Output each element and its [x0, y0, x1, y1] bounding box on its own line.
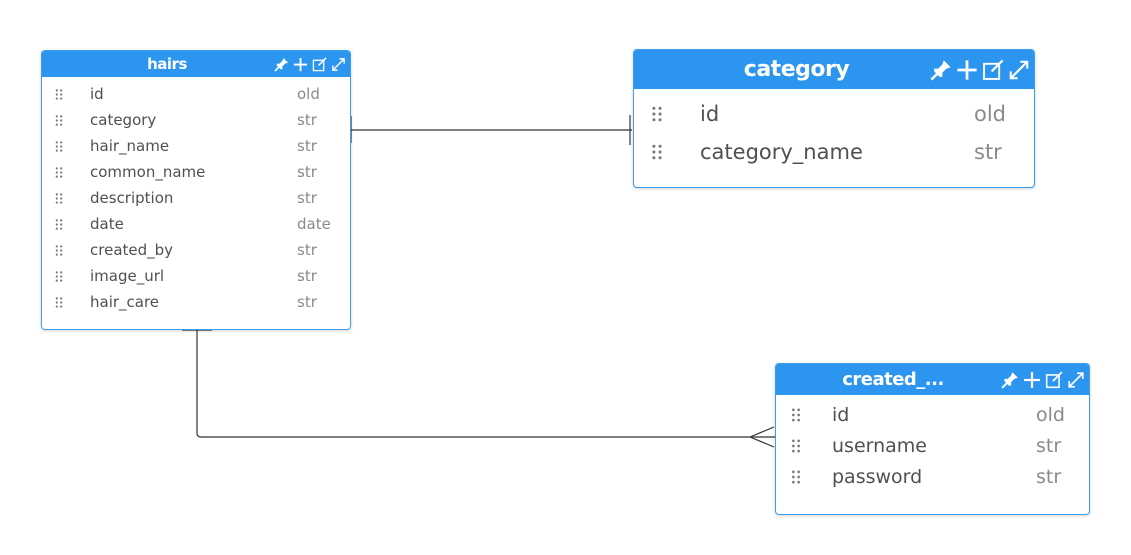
- column-row[interactable]: id old: [634, 95, 1034, 133]
- column-row[interactable]: created_by str: [42, 237, 350, 263]
- column-name: id: [700, 102, 720, 126]
- drag-handle-icon[interactable]: [54, 296, 64, 309]
- column-list: id old username str password str: [776, 395, 1089, 492]
- table-category[interactable]: category id old category_name str: [633, 49, 1035, 188]
- header-tools: [930, 50, 1030, 89]
- column-row[interactable]: password str: [776, 461, 1089, 492]
- column-type: str: [1036, 465, 1062, 488]
- column-row[interactable]: hair_name str: [42, 133, 350, 159]
- column-row[interactable]: date date: [42, 211, 350, 237]
- edit-icon[interactable]: [1045, 370, 1063, 389]
- column-name: created_by: [90, 241, 174, 259]
- column-name: category_name: [700, 140, 863, 164]
- column-row[interactable]: username str: [776, 430, 1089, 461]
- column-type: old: [974, 102, 1007, 126]
- column-name: username: [832, 434, 927, 457]
- column-type: date: [297, 215, 331, 233]
- pin-icon[interactable]: [930, 59, 952, 81]
- drag-handle-icon[interactable]: [54, 244, 64, 257]
- drag-handle-icon[interactable]: [54, 114, 64, 127]
- relationship-hairs-created-by[interactable]: [182, 329, 775, 448]
- table-header[interactable]: category: [634, 50, 1034, 89]
- column-type: str: [1036, 434, 1062, 457]
- column-type: str: [297, 111, 317, 129]
- column-name: common_name: [90, 163, 206, 181]
- table-created-by[interactable]: created_... id old username str password str: [775, 363, 1090, 515]
- column-type: str: [297, 241, 317, 259]
- column-type: old: [297, 85, 320, 103]
- column-row[interactable]: id old: [776, 399, 1089, 430]
- column-name: image_url: [90, 267, 165, 285]
- column-type: str: [974, 140, 1002, 164]
- column-row[interactable]: hair_care str: [42, 289, 350, 315]
- expand-icon[interactable]: [331, 57, 346, 72]
- drag-handle-icon[interactable]: [790, 438, 802, 454]
- pin-icon[interactable]: [274, 57, 289, 72]
- drag-handle-icon[interactable]: [54, 218, 64, 231]
- table-header[interactable]: created_...: [776, 364, 1089, 395]
- column-row[interactable]: description str: [42, 185, 350, 211]
- drag-handle-icon[interactable]: [54, 88, 64, 101]
- column-name: hair_care: [90, 293, 160, 311]
- table-title: created_...: [842, 369, 944, 390]
- relationship-hairs-category[interactable]: [350, 115, 632, 145]
- column-row[interactable]: category_name str: [634, 133, 1034, 171]
- add-icon[interactable]: [293, 57, 308, 72]
- table-title: hairs: [147, 55, 187, 73]
- add-icon[interactable]: [1023, 371, 1041, 389]
- drag-handle-icon[interactable]: [54, 166, 64, 179]
- table-title: category: [743, 57, 850, 82]
- edit-icon[interactable]: [982, 59, 1004, 81]
- drag-handle-icon[interactable]: [54, 140, 64, 153]
- column-row[interactable]: common_name str: [42, 159, 350, 185]
- column-type: str: [297, 137, 317, 155]
- column-name: description: [90, 189, 174, 207]
- column-row[interactable]: image_url str: [42, 263, 350, 289]
- column-type: str: [297, 267, 317, 285]
- column-name: hair_name: [90, 137, 170, 155]
- header-tools: [274, 51, 346, 77]
- column-name: id: [832, 403, 850, 426]
- table-header[interactable]: hairs: [42, 51, 350, 77]
- column-name: id: [90, 85, 104, 103]
- pin-icon[interactable]: [1001, 371, 1019, 389]
- column-row[interactable]: category str: [42, 107, 350, 133]
- add-icon[interactable]: [956, 59, 978, 81]
- drag-handle-icon[interactable]: [650, 105, 664, 123]
- drag-handle-icon[interactable]: [54, 192, 64, 205]
- column-name: date: [90, 215, 124, 233]
- edit-icon[interactable]: [312, 56, 327, 72]
- column-type: str: [297, 293, 317, 311]
- column-type: str: [297, 189, 317, 207]
- header-tools: [1001, 364, 1085, 395]
- column-row[interactable]: id old: [42, 81, 350, 107]
- expand-icon[interactable]: [1008, 59, 1030, 81]
- drag-handle-icon[interactable]: [790, 407, 802, 423]
- column-list: id old category_name str: [634, 89, 1034, 171]
- column-name: category: [90, 111, 157, 129]
- column-type: old: [1036, 403, 1065, 426]
- drag-handle-icon[interactable]: [54, 270, 64, 283]
- drag-handle-icon[interactable]: [650, 143, 664, 161]
- drag-handle-icon[interactable]: [790, 469, 802, 485]
- expand-icon[interactable]: [1067, 371, 1085, 389]
- column-type: str: [297, 163, 317, 181]
- column-name: password: [832, 465, 923, 488]
